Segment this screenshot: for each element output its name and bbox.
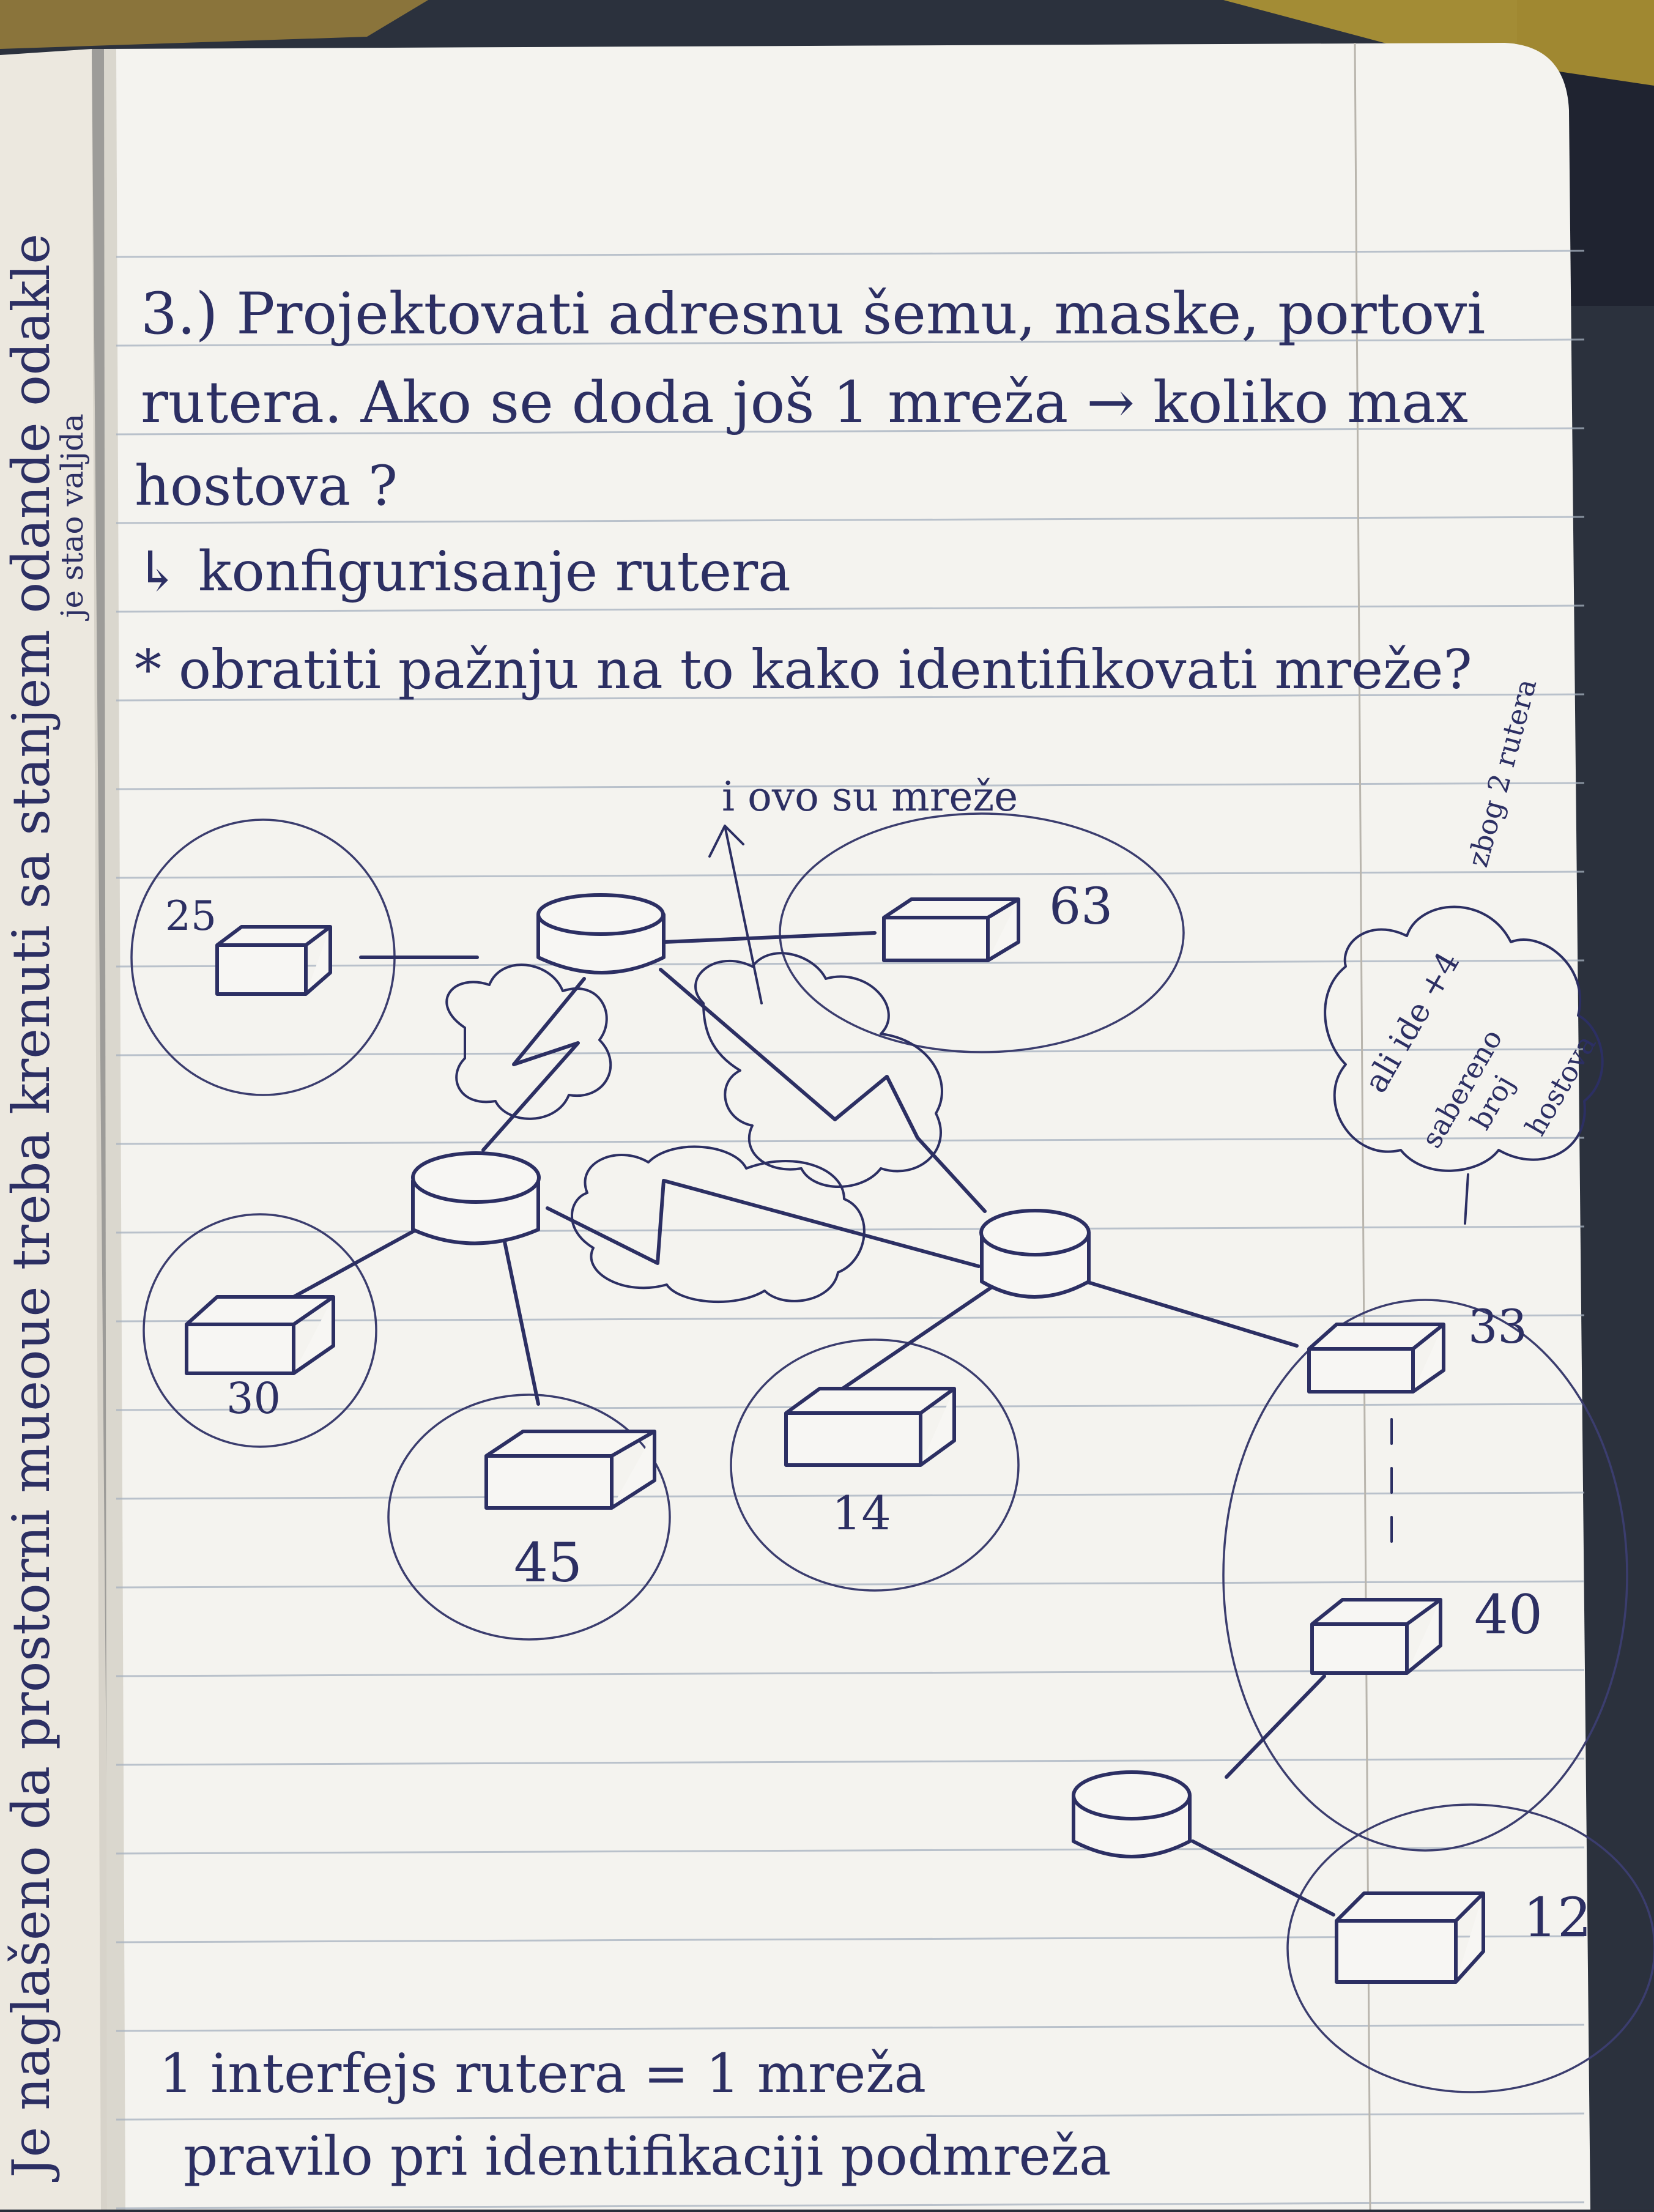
heading-line-4: ↳ konfigurisanje rutera: [135, 540, 791, 604]
router-1: [536, 893, 666, 974]
network-ring-14: [730, 1338, 1020, 1592]
ruled-line: [116, 1491, 1585, 1500]
side-margin-note: Je naglašeno da prostorni mueoue treba k…: [1, 234, 61, 2183]
switch-33: [1307, 1323, 1445, 1394]
link-n40-r4: [1225, 1674, 1326, 1779]
ruled-line: [116, 1048, 1585, 1056]
side-margin-note-2: je stao valjda: [54, 414, 90, 621]
heading-line-5: * obratiti pažnju na to kako identifikov…: [135, 638, 1472, 701]
note-cloud: [1324, 905, 1604, 1172]
heading-line-3: hostova ?: [135, 454, 398, 518]
annotation-arrow: [708, 825, 763, 1004]
network-ring-12: [1286, 1803, 1654, 2093]
link-r1-r3-serial: [659, 968, 987, 1213]
ruled-line: [116, 250, 1585, 258]
label-hosts-14: 14: [832, 1486, 891, 1540]
wan-cloud-middle: [571, 1145, 866, 1304]
ruled-line: [116, 338, 1585, 347]
label-hosts-45: 45: [514, 1531, 582, 1594]
margin-line: [1354, 42, 1371, 2210]
ruled-line: [116, 604, 1585, 613]
label-hosts-33: 33: [1468, 1299, 1527, 1354]
link-r3-n33: [1084, 1280, 1299, 1348]
ruled-line: [116, 693, 1585, 702]
label-hosts-30: 30: [226, 1373, 281, 1423]
link-r4-n12: [1191, 1839, 1335, 1917]
ruled-line: [116, 2201, 1585, 2210]
ruled-line: [116, 516, 1585, 524]
switch-12: [1335, 1891, 1485, 1984]
notebook-page: [104, 43, 1590, 2210]
footer-line-2: pravilo pri identifikaciji podmreža: [184, 2125, 1111, 2188]
switch-63: [882, 897, 1020, 962]
ruled-line: [116, 959, 1585, 968]
network-ring-30: [143, 1213, 377, 1448]
link-r2-n30: [292, 1225, 424, 1299]
heading-line-2: rutera. Ako se doda još 1 mreža → koliko…: [141, 369, 1468, 436]
label-hosts-25: 25: [165, 893, 217, 940]
network-ring-33-40: [1222, 1299, 1628, 1852]
switch-45: [484, 1430, 656, 1510]
annotation-top: i ovo su mreže: [722, 773, 1018, 820]
ruled-line: [116, 427, 1585, 436]
ruled-line: [116, 1314, 1585, 1323]
ruled-line: [116, 1580, 1585, 1589]
label-hosts-63: 63: [1049, 878, 1113, 936]
left-page: [0, 49, 110, 2210]
ruled-line: [116, 1757, 1585, 1766]
footer-line-1: 1 interfejs rutera = 1 mreža: [159, 2042, 926, 2105]
switch-14: [784, 1387, 956, 1467]
heading-line-1: 3.) Projektovati adresnu šemu, maske, po…: [141, 281, 1485, 347]
wan-cloud-left: [445, 963, 612, 1120]
network-ring-63: [779, 812, 1185, 1053]
label-hosts-12: 12: [1523, 1886, 1592, 1949]
router-2: [411, 1151, 541, 1245]
link-r2-r3-serial: [546, 1179, 981, 1268]
router-4: [1072, 1770, 1192, 1858]
link-r2-n45: [503, 1240, 540, 1406]
link-r1-n63: [662, 931, 877, 944]
network-ring-45: [387, 1394, 671, 1641]
switch-40: [1310, 1598, 1442, 1675]
switch-25: [215, 925, 332, 996]
ruled-line: [116, 2024, 1585, 2032]
ruled-line: [116, 1137, 1585, 1145]
label-hosts-40: 40: [1474, 1583, 1543, 1646]
link-r1-r2-serial: [481, 977, 586, 1152]
wan-cloud-right: [694, 952, 943, 1188]
ruled-line: [116, 2112, 1585, 2121]
ruled-line: [116, 870, 1585, 879]
link-r3-n14: [836, 1286, 993, 1394]
ruled-line: [116, 782, 1585, 790]
router-3: [979, 1209, 1091, 1299]
switch-30: [185, 1295, 335, 1375]
